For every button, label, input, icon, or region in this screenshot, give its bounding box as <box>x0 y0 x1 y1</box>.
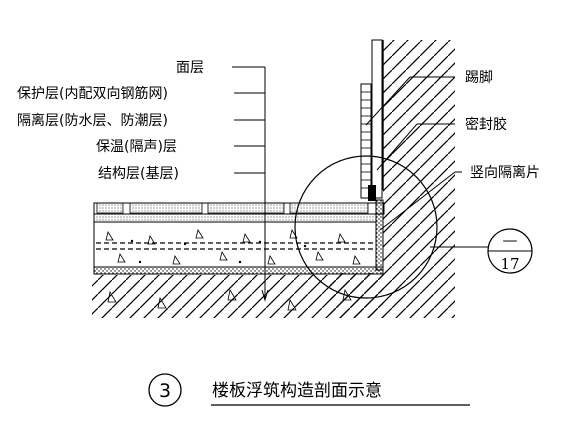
label-skirting: 踢脚 <box>465 70 493 86</box>
left-leaders <box>232 66 269 302</box>
label-insulation-layer: 保温(隔声)层 <box>96 139 177 155</box>
surface-tiles <box>93 202 385 215</box>
right-leaders <box>365 76 488 248</box>
isolation-layer <box>93 213 377 223</box>
structural-slab <box>92 275 384 318</box>
caption-title: 楼板浮筑构造剖面示意 <box>212 381 382 401</box>
label-vertical-strip: 竖向隔离片 <box>470 164 540 181</box>
caption: 3 楼板浮筑构造剖面示意 <box>148 373 470 407</box>
caption-number: 3 <box>159 380 171 402</box>
label-surface-layer: 面层 <box>176 60 204 76</box>
detail-ref-top: — <box>503 231 518 249</box>
label-isolation-layer: 隔离层(防水层、防潮层) <box>17 112 168 129</box>
label-sealant: 密封胶 <box>465 116 507 133</box>
protection-layer <box>93 221 377 268</box>
detail-reference: — 17 <box>487 228 533 274</box>
sealant <box>368 185 376 201</box>
membrane-layer <box>93 266 384 275</box>
skirting <box>360 39 383 201</box>
label-protection-layer: 保护层(内配双向钢筋网) <box>17 85 168 102</box>
vertical-isolation-strip <box>375 199 384 271</box>
label-structure-layer: 结构层(基层) <box>98 165 179 182</box>
detail-circle <box>294 155 438 299</box>
detail-ref-bottom: 17 <box>500 255 519 273</box>
